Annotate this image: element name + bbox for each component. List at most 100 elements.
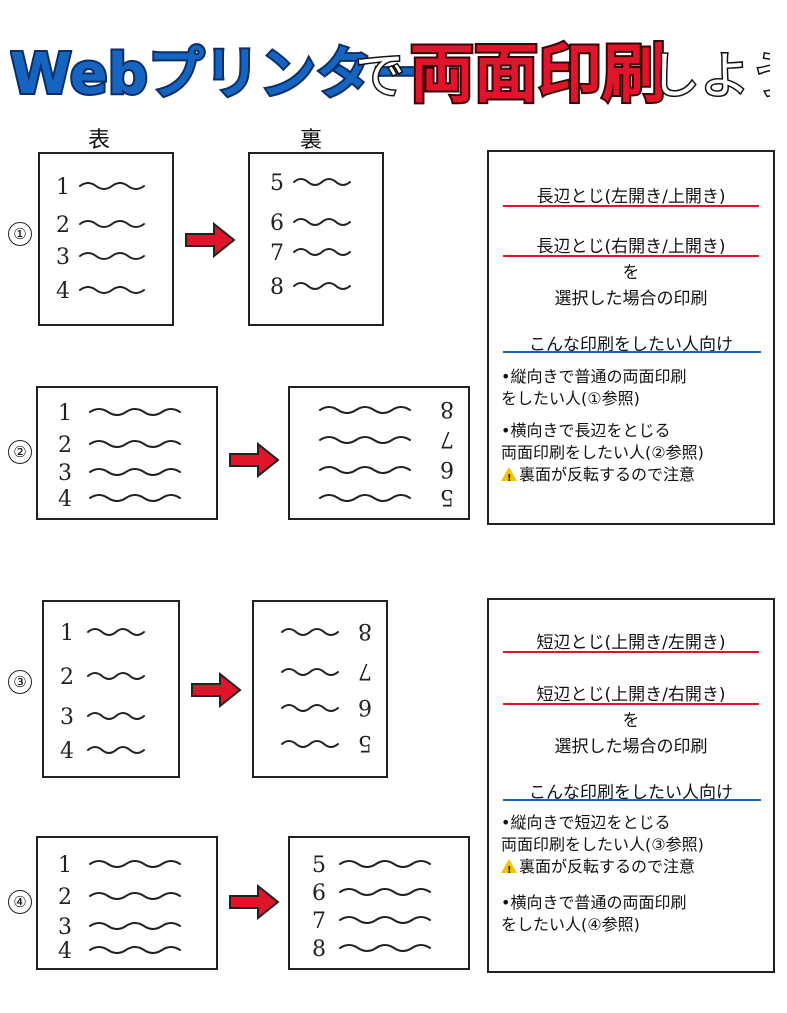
page-title: Webプリンター で 両面印刷 しよう	[10, 36, 770, 114]
selected-label: 選択した場合の印刷	[554, 737, 708, 757]
selected-label: 選択した場合の印刷	[554, 289, 708, 309]
page-number: 4	[58, 487, 72, 512]
text-line	[319, 494, 411, 502]
page-number: 8	[358, 618, 372, 643]
text-line	[281, 740, 339, 748]
text-line	[89, 494, 181, 502]
page-front-4: 1 2 3 4	[36, 836, 218, 970]
page-number: 7	[270, 241, 284, 266]
row-number-1: ①	[8, 222, 32, 246]
option-short-left: 短辺とじ(上開き/左開き)	[536, 633, 726, 653]
text-line	[89, 946, 181, 954]
page-number: 5	[312, 853, 326, 878]
page-back-3: 8 7 6 5	[252, 600, 388, 778]
text-line	[319, 466, 411, 474]
page-number: 4	[58, 939, 72, 964]
text-line	[293, 178, 351, 186]
text-line	[339, 944, 431, 952]
text-line	[87, 628, 145, 636]
wo-label: を	[622, 711, 640, 731]
text-line	[89, 408, 181, 416]
info-panel-long-edge: 長辺とじ(左開き/上開き) 長辺とじ(右開き/上開き) を 選択した場合の印刷 …	[487, 150, 775, 525]
page-number: 2	[56, 213, 70, 238]
option-long-left: 長辺とじ(左開き/上開き)	[536, 187, 726, 207]
text-line	[89, 922, 181, 930]
page-number: 3	[58, 461, 72, 486]
page-front-1: 1 2 3 4	[38, 152, 174, 326]
info-item: をしたい人(①参照)	[501, 389, 640, 408]
right-arrow-icon	[229, 442, 280, 478]
warning-icon	[501, 467, 517, 489]
text-line	[87, 746, 145, 754]
info-item: •縦向きで普通の両面印刷	[501, 367, 687, 386]
text-line	[87, 712, 145, 720]
text-line	[319, 436, 411, 444]
warning-icon	[501, 859, 517, 881]
page-number: 1	[58, 853, 72, 878]
info-item: •横向きで長辺をとじる	[501, 421, 671, 440]
text-line	[339, 860, 431, 868]
text-line	[89, 892, 181, 900]
page-number: 6	[440, 456, 454, 481]
text-line	[89, 860, 181, 868]
text-line	[89, 468, 181, 476]
page-number: 1	[58, 401, 72, 426]
page-number: 2	[58, 885, 72, 910]
text-line	[281, 628, 339, 636]
page-back-2: 8 7 6 5	[288, 386, 470, 520]
page-number: 7	[440, 426, 454, 451]
back-label: 裏	[300, 128, 323, 153]
text-line	[319, 406, 411, 414]
page-number: 7	[358, 658, 372, 683]
page-number: 4	[56, 279, 70, 304]
text-line	[79, 220, 145, 228]
page-front-3: 1 2 3 4	[42, 600, 180, 778]
blue-underline	[503, 799, 761, 801]
page-number: 7	[312, 909, 326, 934]
page-back-1: 5 6 7 8	[248, 152, 384, 326]
page-number: 4	[60, 739, 74, 764]
wo-label: を	[622, 263, 640, 283]
info-item: •縦向きで短辺をとじる	[501, 813, 671, 832]
page-number: 8	[440, 396, 454, 421]
red-underline	[503, 205, 759, 207]
page-number: 6	[358, 694, 372, 719]
page-number: 8	[270, 275, 284, 300]
info-item: •横向きで普通の両面印刷	[501, 893, 687, 912]
page-number: 3	[60, 705, 74, 730]
info-item: 両面印刷をしたい人(②参照)	[501, 443, 704, 462]
title-part-1: Webプリンター	[10, 42, 428, 107]
page-number: 3	[56, 245, 70, 270]
page-number: 1	[56, 175, 70, 200]
page-number: 2	[58, 433, 72, 458]
info-item: 両面印刷をしたい人(③参照)	[501, 835, 704, 854]
warning-item: 裏面が反転するので注意	[501, 856, 696, 881]
page-number: 8	[312, 937, 326, 962]
option-short-right: 短辺とじ(上開き/右開き)	[536, 685, 726, 705]
title-part-3: 両面印刷	[410, 38, 666, 112]
text-line	[293, 282, 351, 290]
front-label: 表	[88, 128, 111, 153]
red-underline	[503, 255, 759, 257]
option-long-right: 長辺とじ(右開き/上開き)	[536, 237, 726, 257]
target-heading: こんな印刷をしたい人向け	[529, 335, 733, 355]
blue-underline	[503, 351, 761, 353]
warning-item: 裏面が反転するので注意	[501, 464, 695, 489]
page-number: 2	[60, 665, 74, 690]
page-number: 5	[440, 484, 454, 509]
info-panel-short-edge: 短辺とじ(上開き/左開き) 短辺とじ(上開き/右開き) を 選択した場合の印刷 …	[487, 598, 775, 973]
text-line	[339, 888, 431, 896]
text-line	[281, 704, 339, 712]
right-arrow-icon	[191, 672, 242, 708]
row-number-4: ④	[8, 890, 32, 914]
page-number: 6	[312, 881, 326, 906]
page-front-2: 1 2 3 4	[36, 386, 218, 520]
title-part-2: で	[355, 47, 405, 105]
text-line	[293, 248, 351, 256]
text-line	[79, 286, 145, 294]
target-heading: こんな印刷をしたい人向け	[529, 783, 733, 803]
warning-text: 裏面が反転するので注意	[519, 857, 696, 876]
red-underline	[503, 651, 759, 653]
text-line	[293, 218, 351, 226]
text-line	[89, 440, 181, 448]
